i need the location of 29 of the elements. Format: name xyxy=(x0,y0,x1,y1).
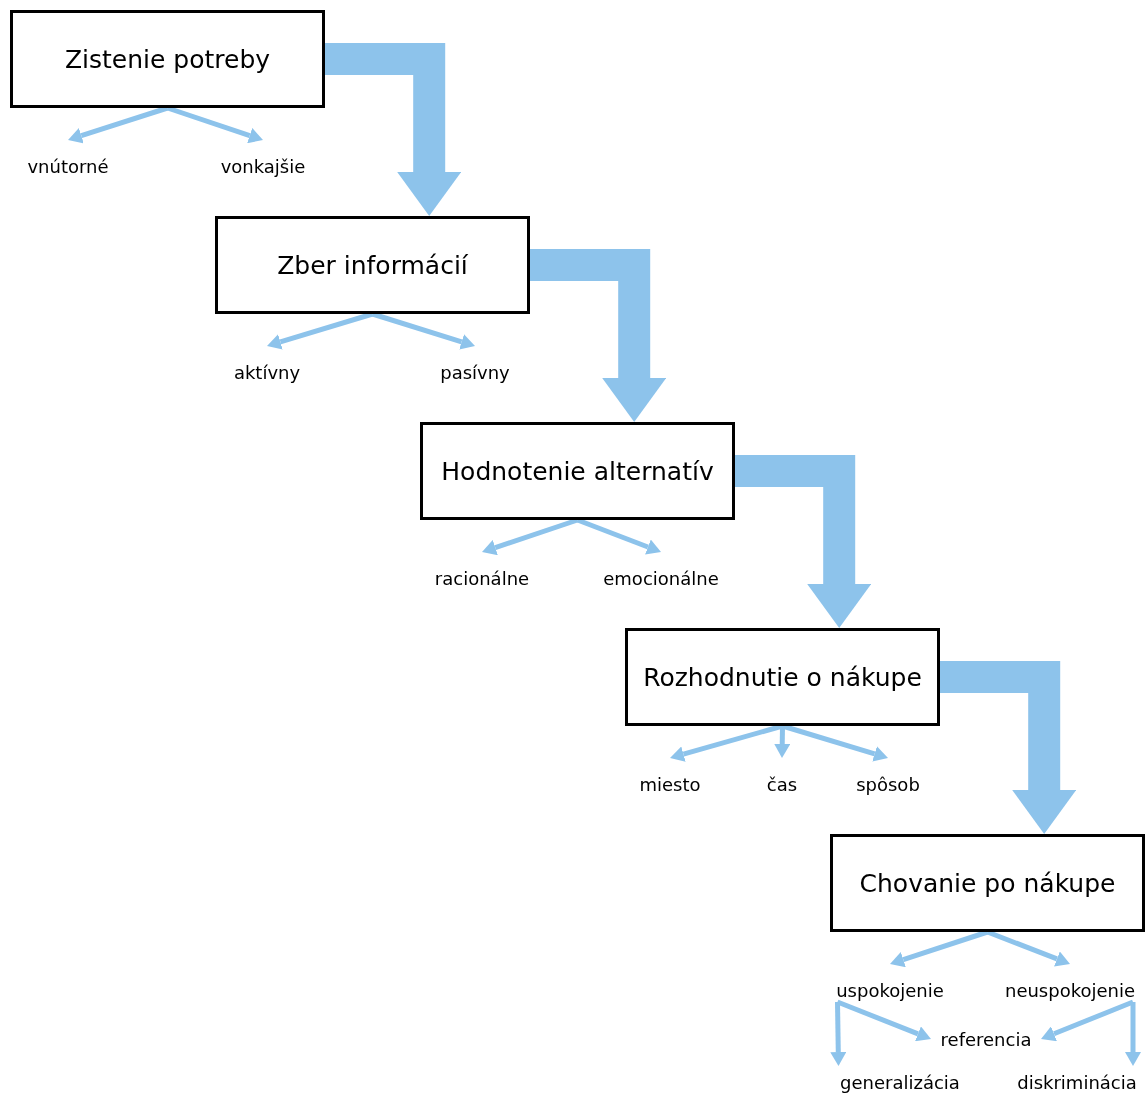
option-label: diskriminácia xyxy=(1007,1066,1147,1094)
step-box xyxy=(420,422,735,520)
step-title: Zber informácií xyxy=(277,250,468,280)
option-label: miesto xyxy=(625,758,715,796)
option-label: emocionálne xyxy=(591,552,731,590)
step-box xyxy=(10,10,325,108)
option-label: referencia xyxy=(931,1027,1041,1051)
step-title: Rozhodnutie o nákupe xyxy=(643,662,922,692)
step-title: Chovanie po nákupe xyxy=(859,868,1116,898)
option-label: neuspokojenie xyxy=(995,964,1145,1002)
step-box xyxy=(830,834,1145,932)
option-label: čas xyxy=(752,758,812,796)
option-label: uspokojenie xyxy=(815,964,965,1002)
option-label: vonkajšie xyxy=(208,140,318,178)
step-box xyxy=(215,216,530,314)
option-label: generalizácia xyxy=(825,1066,975,1094)
option-label: aktívny xyxy=(212,346,322,384)
branch-arrow xyxy=(1041,999,1134,1042)
step-title: Zistenie potreby xyxy=(64,44,271,74)
option-label: spôsob xyxy=(843,758,933,796)
branch-arrow xyxy=(830,1001,847,1066)
step-title: Hodnotenie alternatív xyxy=(441,456,714,486)
branch-arrow xyxy=(1125,1002,1141,1066)
option-label: pasívny xyxy=(420,346,530,384)
branch-arrow xyxy=(836,999,931,1042)
step-box xyxy=(625,628,940,726)
option-label: vnútorné xyxy=(13,140,123,178)
branch-arrow xyxy=(774,725,791,758)
option-label: racionálne xyxy=(417,552,547,590)
